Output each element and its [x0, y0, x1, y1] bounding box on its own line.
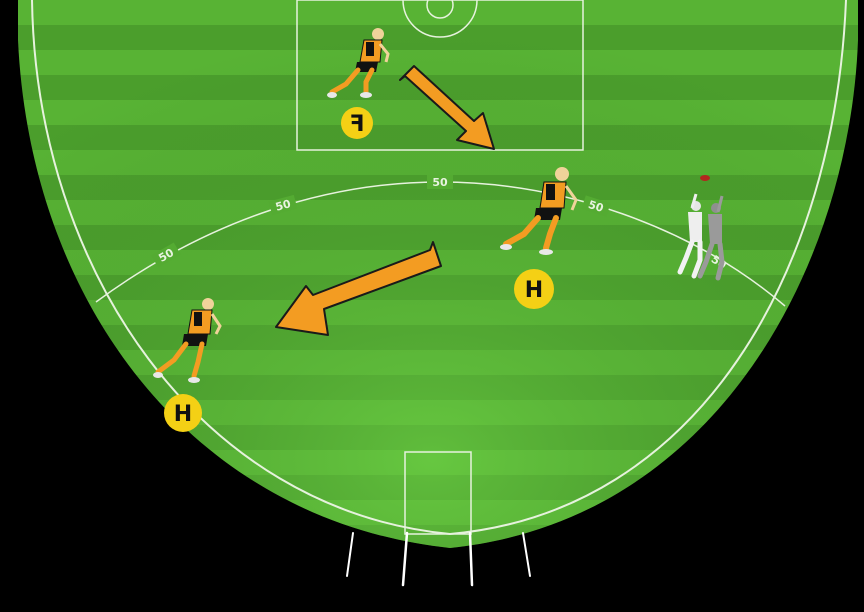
role-badge-label: H [174, 402, 192, 427]
role-badge: H [514, 269, 554, 309]
football [700, 175, 710, 181]
arc-label: 50 [432, 176, 448, 189]
role-badge: F [341, 107, 373, 139]
role-badge: H [164, 394, 202, 432]
role-badge-label: H [525, 278, 543, 303]
role-badge-label: F [349, 112, 364, 137]
